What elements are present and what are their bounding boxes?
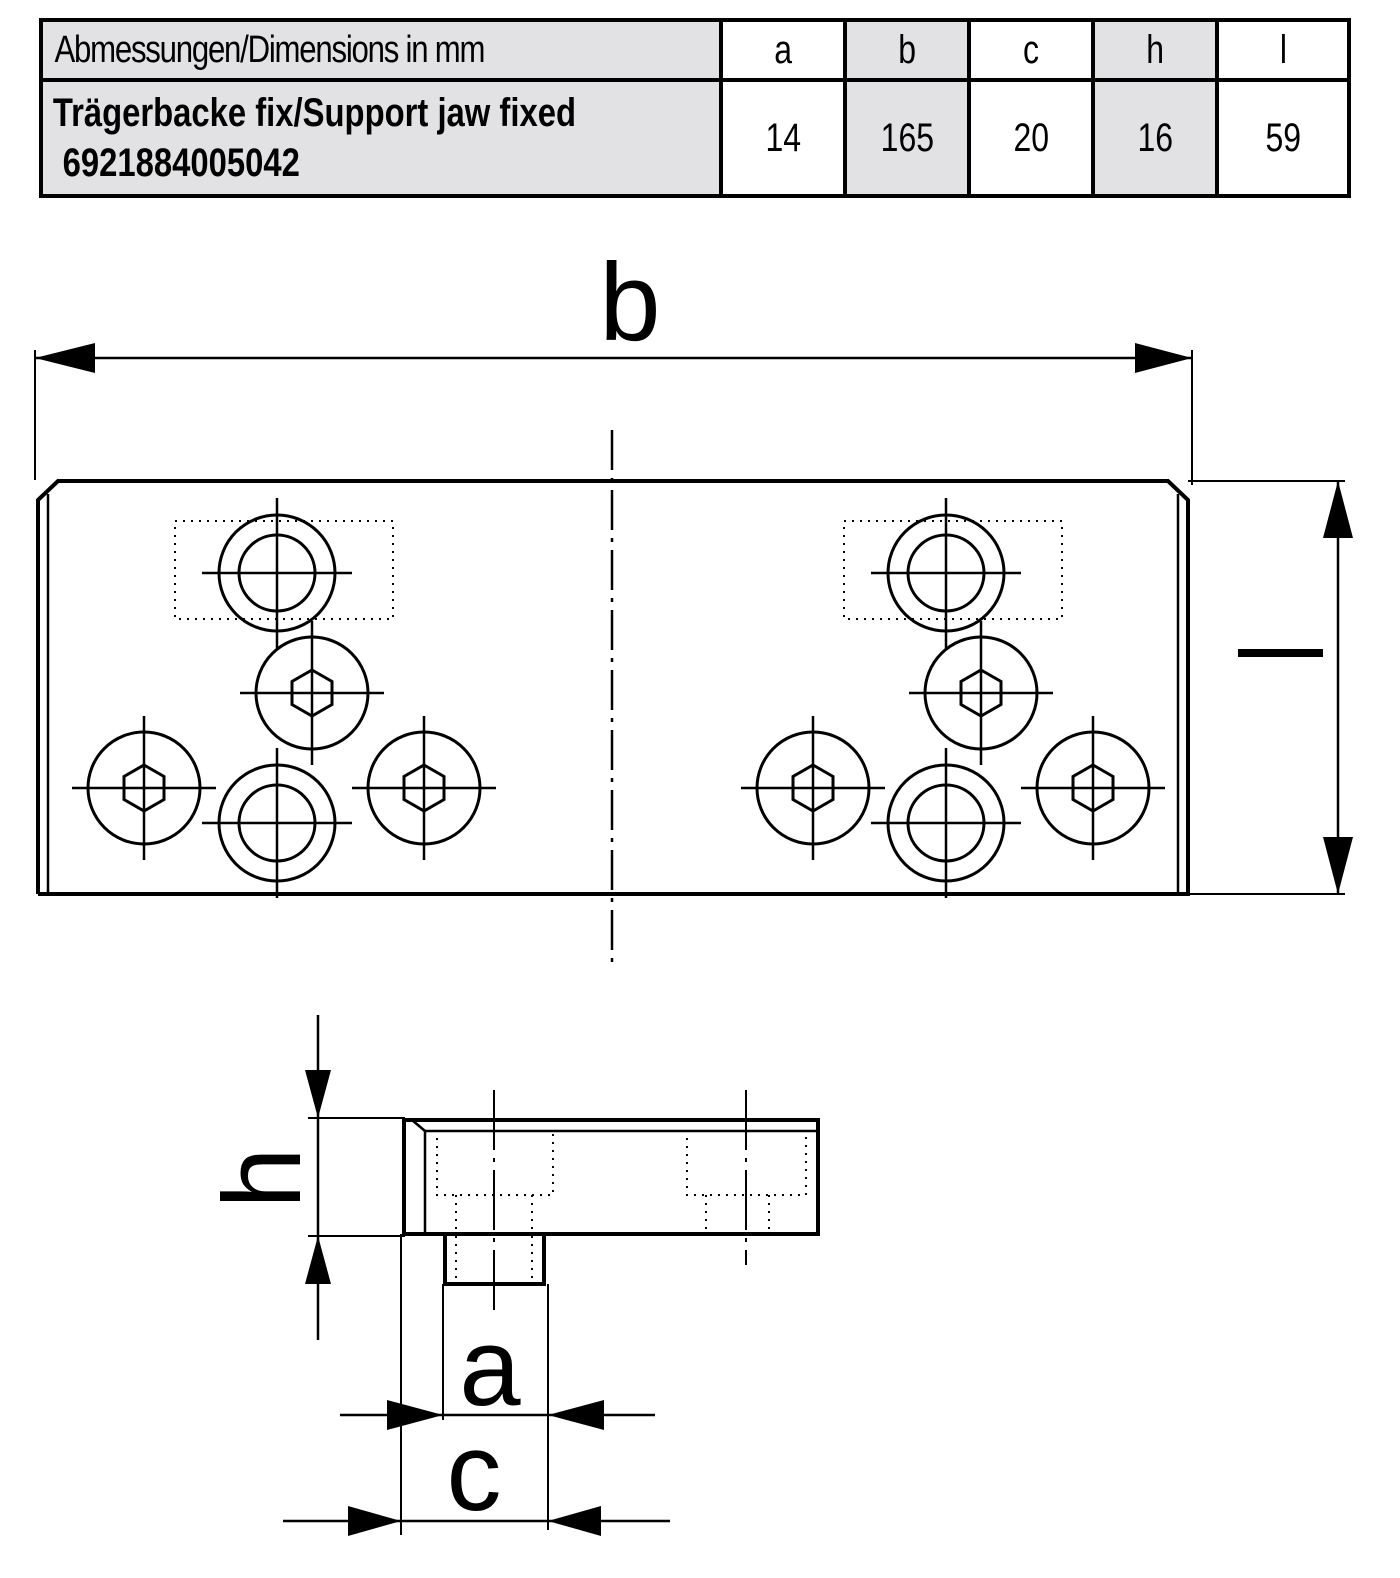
hole-pattern-left <box>72 498 496 898</box>
value-b: 165 <box>843 78 971 198</box>
dimensions-header-label-cell: Abmessungen/Dimensions in mm <box>39 18 723 82</box>
column-header-l: l <box>1215 18 1351 82</box>
dimension-h: h <box>201 1015 405 1340</box>
value-a: 14 <box>719 78 847 198</box>
dimensions-header-row: Abmessungen/Dimensions in mm a b c h l <box>39 18 1351 82</box>
column-header-b: b <box>843 18 971 82</box>
value-h: 16 <box>1091 78 1219 198</box>
table-row: Trägerbacke fix/Support jaw fixed 692188… <box>39 78 1351 198</box>
dimension-label-b: b <box>599 241 660 364</box>
dimension-b: b <box>34 241 1193 485</box>
column-header-a: a <box>719 18 847 82</box>
dimension-label-l <box>1238 649 1323 657</box>
dimension-a: a <box>340 1306 655 1430</box>
dimension-l <box>1188 480 1353 895</box>
product-description-cell: Trägerbacke fix/Support jaw fixed 692188… <box>39 78 723 198</box>
dimension-c: c <box>283 1411 670 1536</box>
product-name: Trägerbacke fix/Support jaw fixed <box>52 91 576 135</box>
dimensions-table: Abmessungen/Dimensions in mm a b c h l T… <box>39 18 1351 198</box>
value-c: 20 <box>967 78 1095 198</box>
dimension-label-c: c <box>447 1411 502 1534</box>
dimensions-header-label: Abmessungen/Dimensions in mm <box>54 28 485 71</box>
side-view: h a <box>201 1015 820 1536</box>
top-view: b <box>34 241 1353 965</box>
dimension-label-h: h <box>201 1147 324 1208</box>
dimension-label-a: a <box>459 1306 521 1429</box>
hole-pattern-right <box>741 498 1165 898</box>
column-header-c: c <box>967 18 1095 82</box>
article-number: 6921884005042 <box>62 141 300 185</box>
value-l: 59 <box>1215 78 1351 198</box>
column-header-h: h <box>1091 18 1219 82</box>
